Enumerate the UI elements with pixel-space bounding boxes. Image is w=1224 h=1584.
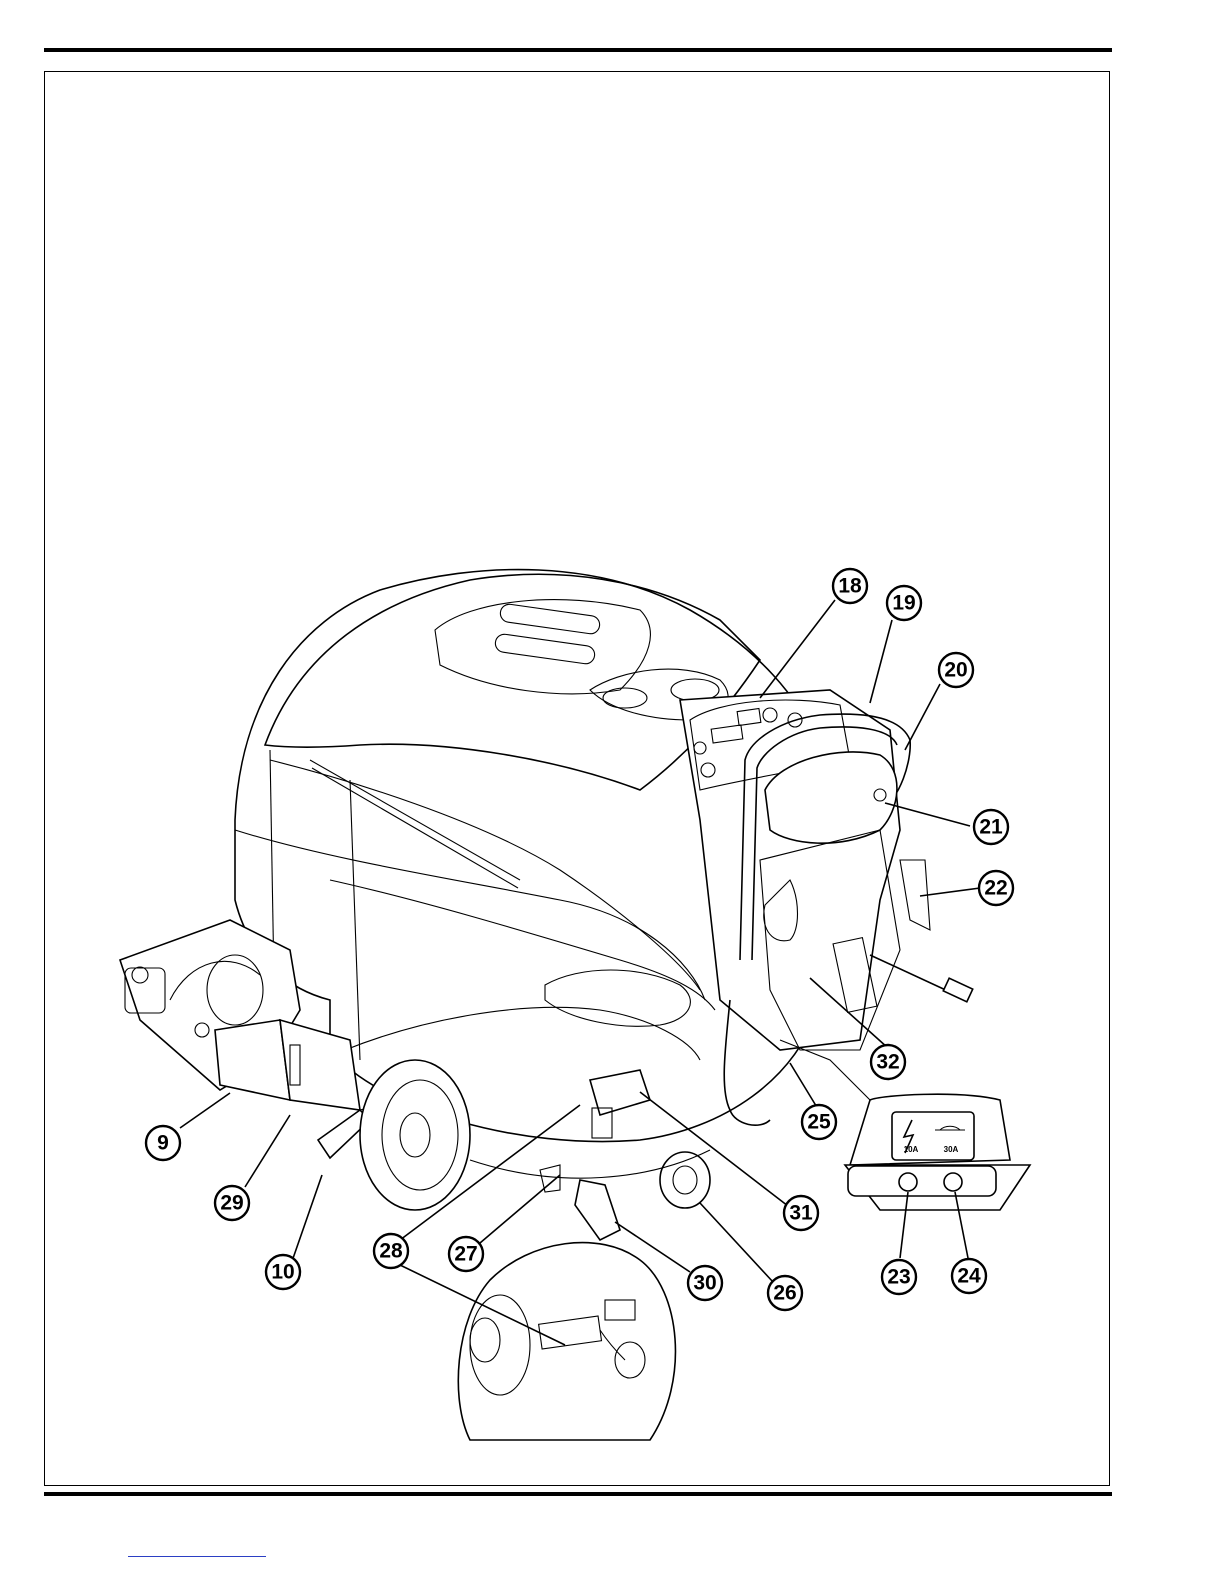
detail-magnifier — [458, 1243, 675, 1440]
bottom-rule — [44, 1492, 1112, 1496]
callout-32: 32 — [871, 1045, 905, 1079]
svg-text:19: 19 — [892, 592, 915, 615]
svg-text:20: 20 — [944, 659, 967, 682]
callout-9: 9 — [146, 1126, 180, 1160]
svg-text:25: 25 — [807, 1111, 831, 1134]
svg-text:32: 32 — [876, 1051, 899, 1074]
callout-28: 28 — [374, 1234, 408, 1268]
callout-18: 18 — [833, 569, 867, 603]
callout-29: 29 — [215, 1186, 249, 1220]
svg-text:21: 21 — [979, 816, 1003, 839]
breaker-10a-label: 10A — [904, 1145, 919, 1154]
scrubber-machine-drawing — [120, 570, 973, 1240]
breaker-30a-label: 30A — [944, 1145, 959, 1154]
svg-text:24: 24 — [957, 1265, 981, 1288]
callout-20: 20 — [939, 653, 973, 687]
svg-text:26: 26 — [773, 1282, 796, 1305]
callout-30: 30 — [688, 1266, 722, 1300]
svg-text:23: 23 — [887, 1266, 910, 1289]
svg-text:10: 10 — [271, 1261, 294, 1284]
svg-text:31: 31 — [789, 1202, 813, 1225]
callout-26: 26 — [768, 1276, 802, 1310]
svg-text:18: 18 — [838, 575, 862, 598]
svg-text:29: 29 — [220, 1192, 243, 1215]
callout-10: 10 — [266, 1255, 300, 1289]
svg-text:30: 30 — [693, 1272, 716, 1295]
svg-text:9: 9 — [157, 1132, 169, 1155]
callout-27: 27 — [449, 1237, 483, 1271]
footer-link-underline[interactable] — [128, 1556, 266, 1557]
callout-31: 31 — [784, 1196, 818, 1230]
callout-22: 22 — [979, 871, 1013, 905]
callout-24: 24 — [952, 1259, 986, 1293]
callout-19: 19 — [887, 586, 921, 620]
callout-23: 23 — [882, 1260, 916, 1294]
svg-text:22: 22 — [984, 877, 1007, 900]
callout-25: 25 — [802, 1105, 836, 1139]
svg-text:27: 27 — [454, 1243, 477, 1266]
callout-21: 21 — [974, 810, 1008, 844]
svg-text:28: 28 — [379, 1240, 403, 1263]
